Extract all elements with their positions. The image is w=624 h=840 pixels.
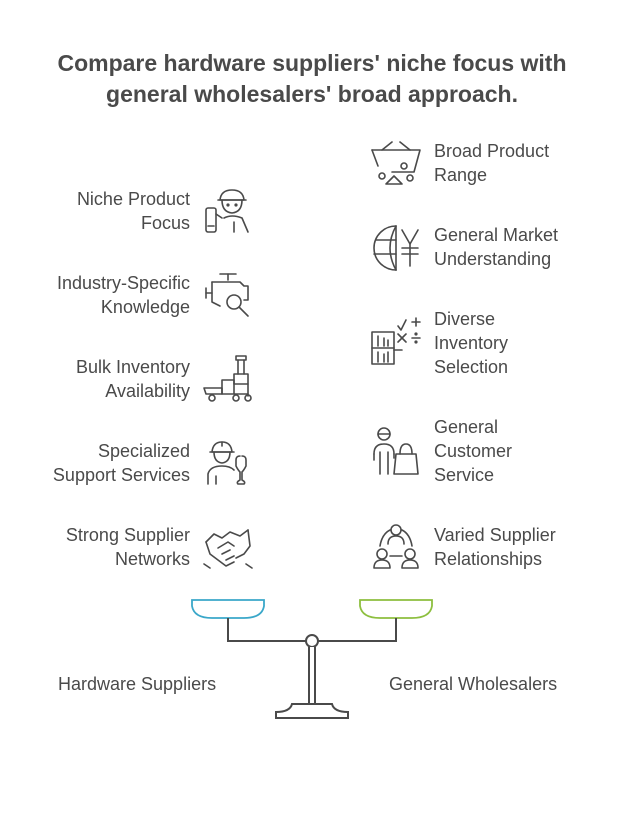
scale-post: [308, 647, 316, 705]
handshake-icon: [200, 520, 256, 576]
worker-with-phone-icon: [200, 184, 256, 240]
title-line-2: general wholesalers' broad approach.: [106, 81, 518, 107]
left-label-line: Strong Supplier: [65, 525, 190, 545]
left-label-line: Knowledge: [100, 297, 190, 317]
person-shopping-bag-icon: [368, 424, 424, 480]
right-label-general-market-understanding: General Market Understanding: [434, 223, 558, 271]
left-label-line: Support Services: [52, 465, 190, 485]
left-label-strong-supplier-networks: Strong Supplier Networks: [66, 523, 190, 571]
basket-icon: [368, 136, 424, 192]
calculator-shelf-icon: [368, 316, 424, 372]
left-label-line: Specialized: [97, 441, 190, 461]
left-label-line: Industry-Specific: [56, 273, 190, 293]
forklift-icon: [200, 352, 256, 408]
right-label-line: Understanding: [434, 249, 552, 269]
right-label-line: Diverse: [434, 309, 496, 329]
right-label-line: Service: [434, 465, 495, 485]
scale-base: [275, 703, 349, 719]
left-label-line: Availability: [105, 381, 190, 401]
title-line-1: Compare hardware suppliers' niche focus …: [57, 50, 567, 76]
globe-yen-icon: [368, 220, 424, 276]
right-label-line: Relationships: [434, 549, 543, 569]
right-label-line: Varied Supplier: [434, 525, 556, 545]
left-label-niche-product-focus: Niche Product Focus: [77, 187, 190, 235]
right-label-diverse-inventory-selection: Diverse Inventory Selection: [434, 307, 508, 379]
right-label-varied-supplier-relationships: Varied Supplier Relationships: [434, 523, 556, 571]
right-pan: [359, 599, 433, 619]
right-label-line: General Market: [434, 225, 559, 245]
right-label-line: Inventory: [434, 333, 509, 353]
right-label-line: General: [434, 417, 499, 437]
left-label-line: Bulk Inventory: [75, 357, 190, 377]
left-label-industry-specific-knowledge: Industry-Specific Knowledge: [57, 271, 190, 319]
engine-magnifier-icon: [200, 268, 256, 324]
left-label-line: Niche Product: [76, 189, 190, 209]
right-label-line: Range: [434, 165, 488, 185]
left-label-specialized-support-services: Specialized Support Services: [53, 439, 190, 487]
right-label-broad-product-range: Broad Product Range: [434, 139, 549, 187]
people-network-icon: [368, 520, 424, 576]
left-label-bulk-inventory-availability: Bulk Inventory Availability: [76, 355, 190, 403]
left-label-line: Focus: [140, 213, 190, 233]
page-title: Compare hardware suppliers' niche focus …: [0, 48, 624, 110]
hardware-suppliers-label: Hardware Suppliers: [58, 674, 217, 694]
right-label-general-customer-service: General Customer Service: [434, 415, 512, 487]
left-label-line: Networks: [114, 549, 190, 569]
scale-pivot: [305, 634, 319, 648]
right-label-line: Customer: [434, 441, 513, 461]
right-label-line: Selection: [434, 357, 509, 377]
technician-wrench-icon: [200, 436, 256, 492]
right-label-line: Broad Product: [434, 141, 550, 161]
left-pan: [191, 599, 265, 619]
general-wholesalers-label: General Wholesalers: [389, 674, 558, 694]
